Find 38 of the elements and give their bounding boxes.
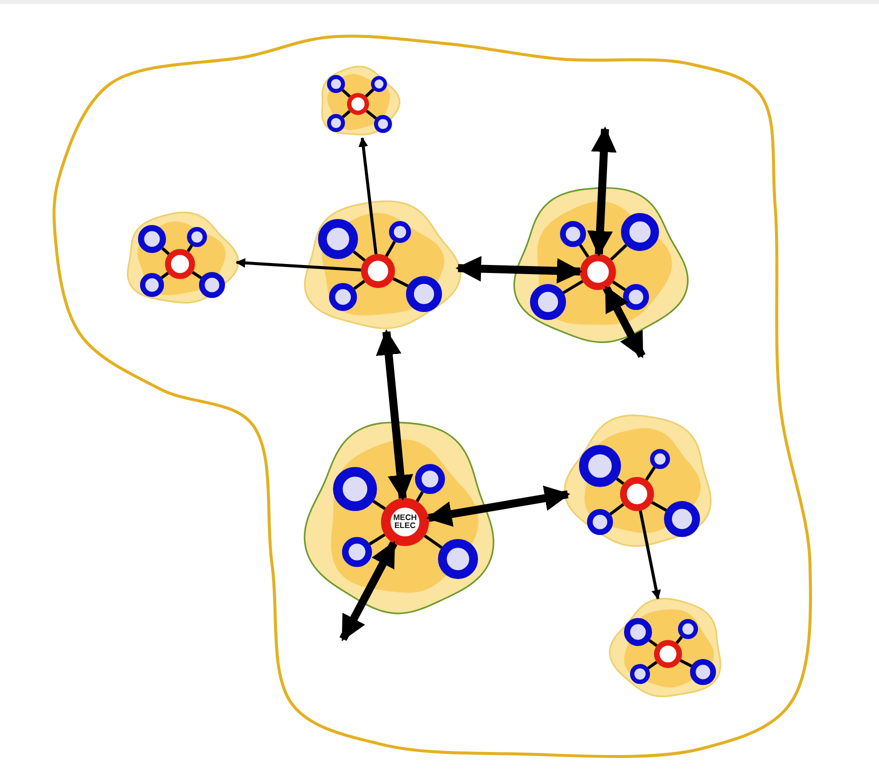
- hub-label: MECH ELEC: [392, 514, 418, 530]
- connector-line: [648, 639, 658, 647]
- connector-line: [342, 88, 351, 98]
- connector-line: [416, 491, 424, 502]
- connector-line: [609, 503, 624, 516]
- connector-line: [372, 500, 386, 510]
- connector-line: [385, 240, 396, 257]
- arrow: [358, 137, 378, 254]
- arrow: [638, 510, 661, 600]
- connector-line: [645, 466, 656, 481]
- connector-line: [368, 533, 386, 546]
- double-arrow: [602, 286, 646, 358]
- connector-line: [342, 110, 351, 118]
- connector-line: [651, 500, 667, 512]
- connector-line: [392, 277, 409, 288]
- double-arrow: [456, 256, 583, 284]
- connector-line: [680, 659, 692, 668]
- double-arrow: [587, 126, 617, 257]
- connector-line: [562, 280, 584, 294]
- double-arrow: [376, 329, 414, 501]
- connector-line: [364, 88, 374, 98]
- connector-line: [353, 280, 366, 290]
- arrow: [236, 258, 362, 272]
- double-arrow: [426, 486, 570, 527]
- connector-line: [161, 247, 170, 256]
- connector-line: [616, 477, 624, 485]
- connector-line: [160, 272, 169, 279]
- connector-line: [647, 660, 658, 670]
- connector-line: [612, 280, 626, 292]
- connector-line: [676, 636, 683, 644]
- connector-line: [186, 244, 193, 252]
- connector-line: [366, 110, 377, 120]
- connector-line: [192, 270, 202, 280]
- double-arrow: [339, 540, 398, 642]
- connector-line: [352, 250, 366, 262]
- connector-line: [610, 244, 628, 261]
- connector-line: [424, 534, 442, 549]
- connector-line: [578, 244, 590, 258]
